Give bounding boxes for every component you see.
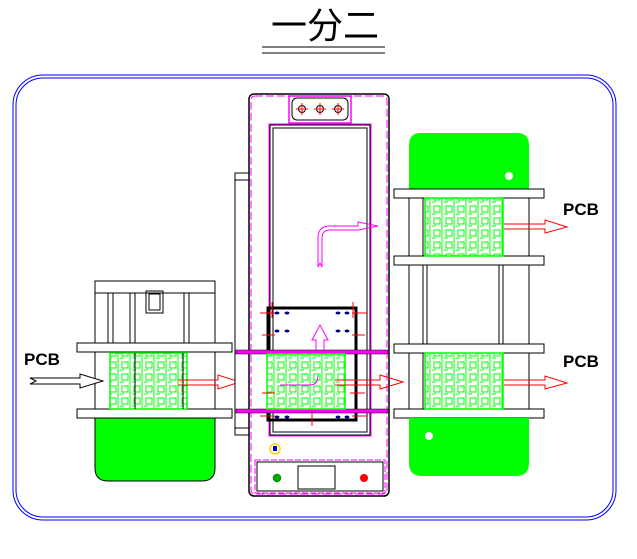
input-sensor-bracket — [145, 290, 164, 314]
pcb-out-top-arrow-icon — [504, 219, 569, 234]
diagram-title: 一分二 — [271, 6, 379, 47]
input-rail-upper — [76, 342, 233, 353]
dual-output-conveyor: PCB PCB — [393, 133, 599, 476]
splitter-window — [272, 127, 368, 433]
shuttle-transfer-arrow-icon — [335, 374, 405, 390]
splitter-side-column — [234, 172, 250, 436]
pcb-out-top-label: PCB — [563, 200, 599, 219]
screw-icons — [296, 103, 344, 115]
display-window — [297, 465, 336, 490]
output-lower-rail-bottom — [393, 408, 545, 419]
output-lower-mesh-belt — [424, 352, 504, 410]
pcb-in-arrow-icon — [29, 373, 105, 389]
top-bracket — [288, 95, 352, 124]
pcb-out-bottom-label: PCB — [563, 352, 599, 371]
shuttle-up-arrow-icon — [311, 323, 329, 350]
output-upper-motor-housing — [409, 133, 529, 190]
input-top-rail — [94, 280, 216, 294]
shuttle-mesh-belt — [266, 353, 346, 410]
outer-frame — [12, 74, 617, 521]
input-motor-housing — [94, 417, 216, 482]
alignment-marks — [260, 302, 367, 426]
output-upper-rail-bottom — [393, 255, 545, 266]
pcb-in-label: PCB — [24, 350, 60, 369]
output-lower-motor-housing — [409, 418, 529, 476]
stop-lamp-icon[interactable] — [360, 474, 368, 482]
input-conveyor: PCB — [24, 280, 242, 482]
sensor-dots — [274, 311, 350, 419]
splitter-shuttle — [234, 93, 405, 497]
origin-marker-icon — [269, 443, 281, 455]
output-upper-mesh-belt — [424, 197, 504, 257]
input-mesh-belt — [109, 352, 188, 410]
split-direction-arrow-icon — [317, 221, 379, 268]
input-rail-lower — [76, 408, 233, 419]
output-lower-rail-top — [393, 343, 545, 354]
output-upper-rail-top — [393, 188, 545, 199]
title-group: 一分二 — [262, 6, 385, 54]
pcb-out-bottom-arrow-icon — [504, 375, 569, 390]
start-lamp-icon[interactable] — [272, 473, 282, 483]
